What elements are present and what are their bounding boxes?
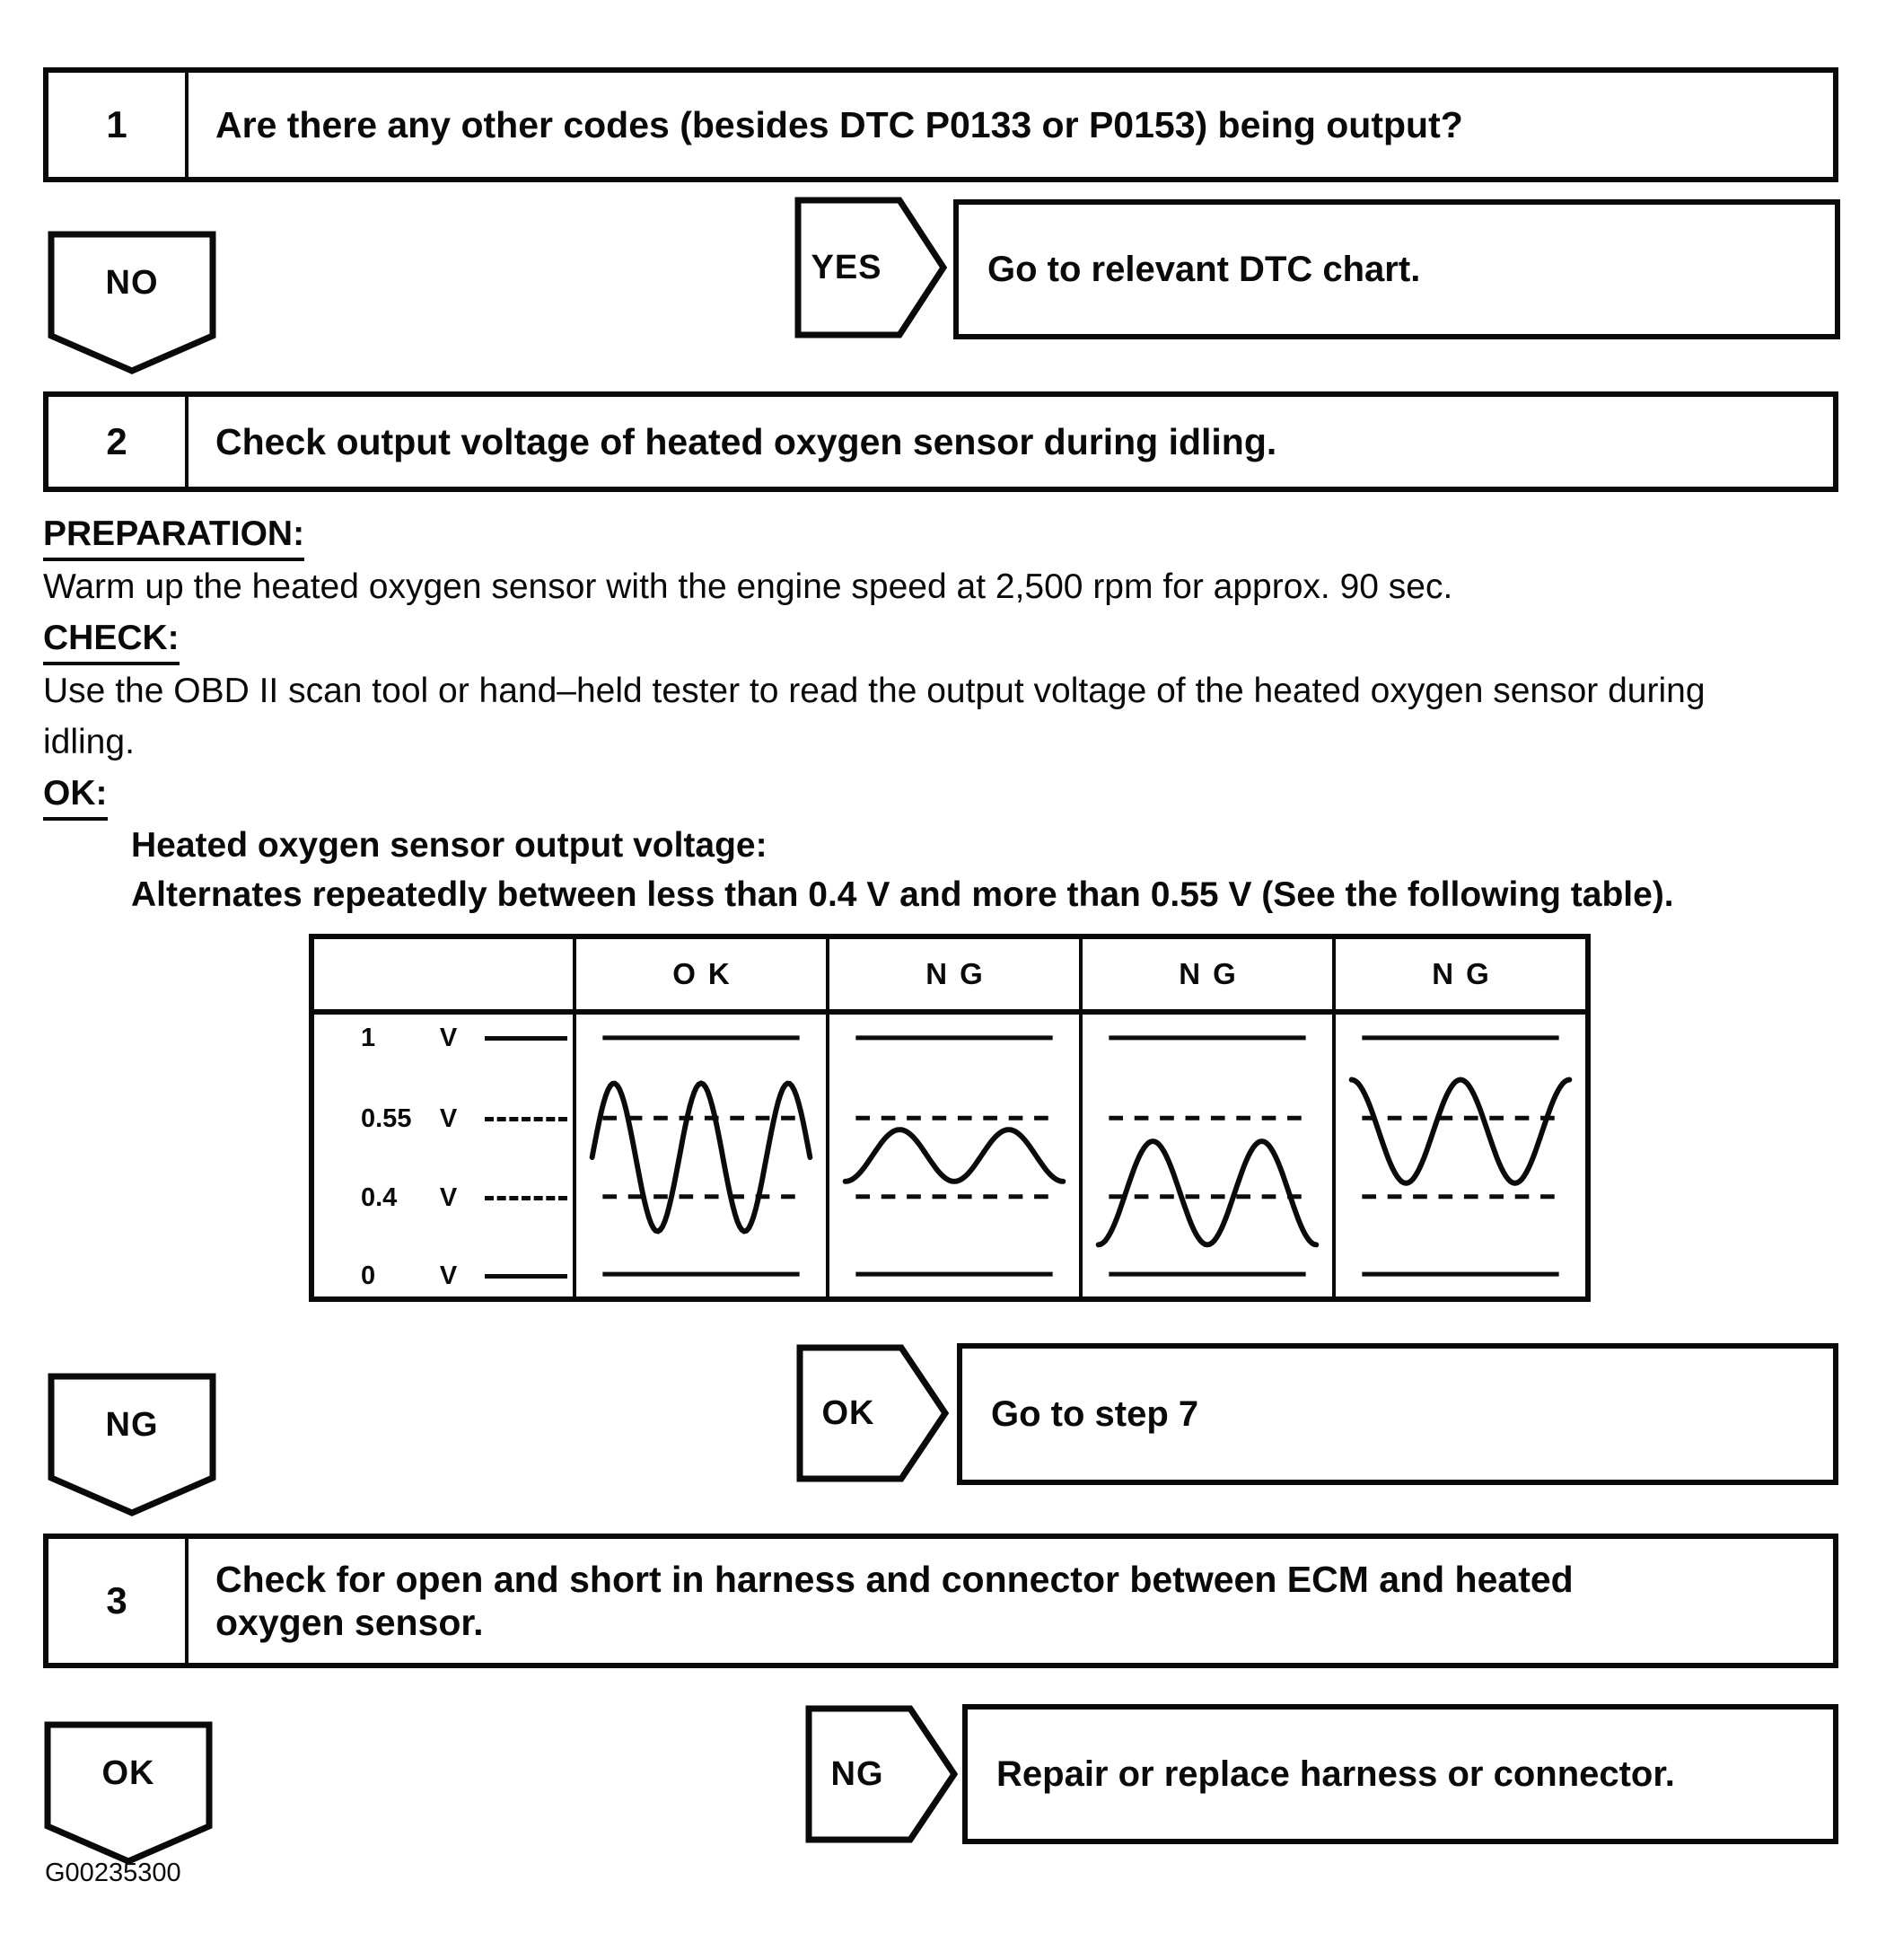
waveform-cell-ng-2	[1079, 1015, 1332, 1296]
solid-tick-line	[485, 1273, 567, 1279]
waveform-cell-ng-3	[1332, 1015, 1585, 1296]
ok-specification: Heated oxygen sensor output voltage: Alt…	[131, 826, 1674, 914]
waveform-header-ng-3: NG	[1332, 939, 1585, 1015]
connector-ok-label: OK	[101, 1753, 155, 1792]
step-number: 2	[48, 397, 189, 487]
waveform-table: OK NG NG NG 1 V 0.55 V 0.4 V 0 V	[309, 934, 1591, 1302]
connector-ng-label: NG	[830, 1754, 884, 1793]
dashed-tick-line	[485, 1116, 567, 1121]
connector-no-label: NO	[105, 263, 159, 302]
check-text: Use the OBD II scan tool or hand–held te…	[43, 672, 1706, 761]
waveform-cell-ng-1	[826, 1015, 1079, 1296]
voltage-tick-04v: 0.4 V	[314, 1179, 567, 1217]
step-number: 1	[48, 73, 189, 177]
down-pentagon-shape	[48, 231, 216, 374]
preparation-heading: PREPARATION:	[43, 510, 305, 561]
result-text: Go to relevant DTC chart.	[987, 249, 1421, 289]
step-title: Are there any other codes (besides DTC P…	[215, 104, 1463, 145]
dashed-tick-line	[485, 1195, 567, 1200]
ng-waveform-low	[1095, 1035, 1320, 1277]
ng-waveform-high	[1348, 1035, 1573, 1277]
waveform-cell-ok	[573, 1015, 826, 1296]
check-heading: CHECK:	[43, 614, 180, 665]
connector-ng: NG	[47, 1372, 217, 1517]
result-text: Go to step 7	[991, 1393, 1199, 1434]
step-number: 3	[48, 1539, 189, 1663]
voltage-tick-0v: 0 V	[314, 1257, 567, 1295]
step-title: Check output voltage of heated oxygen se…	[215, 421, 1277, 462]
procedure-text-block: PREPARATION: Warm up the heated oxygen s…	[43, 508, 1873, 919]
ok-heading: OK:	[43, 769, 108, 821]
figure-id: G00235300	[45, 1859, 181, 1887]
down-pentagon-shape	[48, 1373, 216, 1516]
result-box-repair: Repair or replace harness or connector.	[962, 1704, 1838, 1844]
step-3-box: 3 Check for open and short in harness an…	[43, 1534, 1838, 1668]
result-text: Repair or replace harness or connector.	[996, 1753, 1675, 1794]
waveform-header-ng-1: NG	[826, 939, 1079, 1015]
connector-yes-label: YES	[811, 248, 882, 286]
right-arrow-shape	[805, 1705, 959, 1843]
waveform-header-ok: OK	[573, 939, 826, 1015]
result-box-step-7: Go to step 7	[957, 1343, 1838, 1485]
ng-waveform-between-thresholds	[842, 1035, 1066, 1277]
step-title: Check for open and short in harness and …	[215, 1559, 1574, 1643]
connector-ok-label: OK	[821, 1393, 875, 1432]
voltage-tick-1v: 1 V	[314, 1019, 567, 1057]
solid-tick-line	[485, 1035, 567, 1041]
waveform-header-empty	[314, 939, 573, 1015]
right-arrow-shape	[794, 197, 948, 338]
connector-no: NO	[47, 230, 217, 375]
ok-waveform	[589, 1035, 813, 1277]
waveform-header-ng-2: NG	[1079, 939, 1332, 1015]
down-pentagon-shape	[44, 1721, 213, 1865]
voltage-tick-055v: 0.55 V	[314, 1100, 567, 1138]
result-box-dtc-chart: Go to relevant DTC chart.	[953, 199, 1840, 339]
voltage-axis-labels: 1 V 0.55 V 0.4 V 0 V	[314, 1015, 573, 1296]
connector-ng-arrow: NG	[804, 1704, 959, 1844]
step-2-box: 2 Check output voltage of heated oxygen …	[43, 391, 1838, 492]
step-1-box: 1 Are there any other codes (besides DTC…	[43, 67, 1838, 182]
right-arrow-shape	[796, 1344, 950, 1482]
connector-ok-arrow: OK	[795, 1343, 950, 1483]
connector-yes: YES	[794, 196, 948, 339]
connector-ng-label: NG	[105, 1405, 159, 1444]
preparation-text: Warm up the heated oxygen sensor with th…	[43, 567, 1453, 606]
connector-ok: OK	[43, 1720, 214, 1866]
